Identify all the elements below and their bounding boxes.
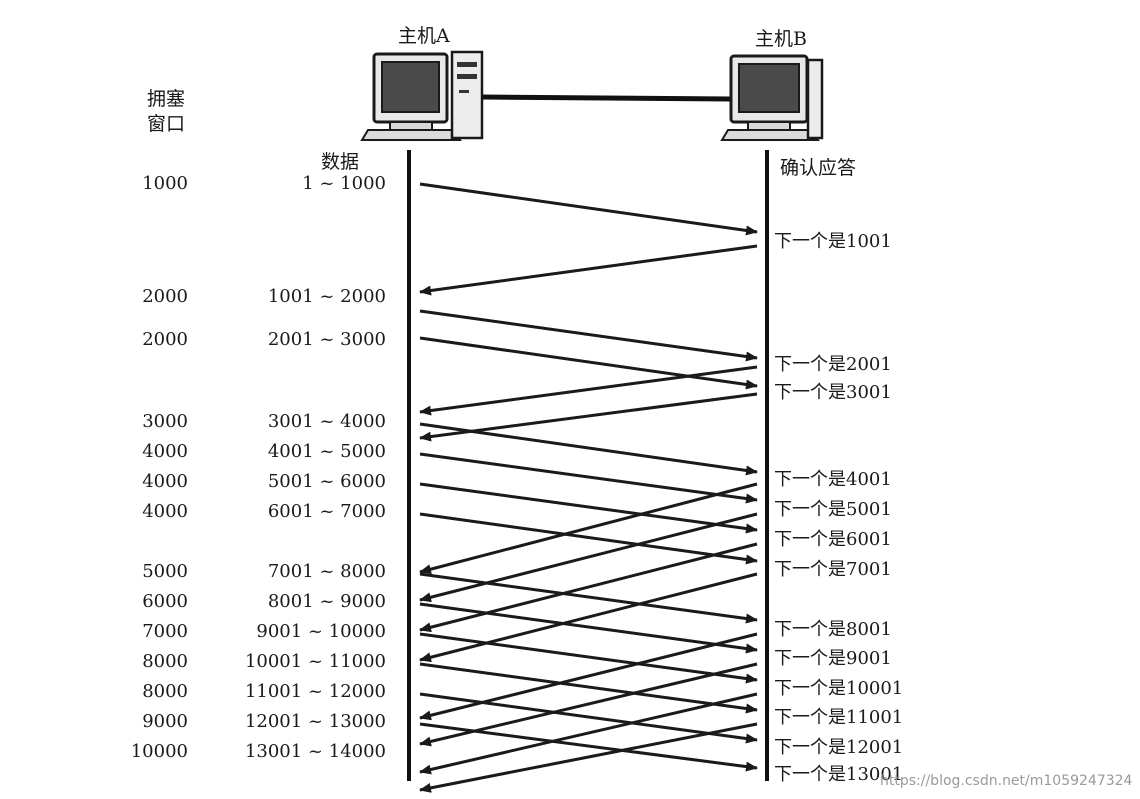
congestion-window-value: 7000: [142, 621, 188, 642]
congestion-window-value: 9000: [142, 711, 188, 732]
ack-arrow: [419, 692, 758, 775]
ack-arrow: [419, 244, 758, 296]
congestion-window-value: 4000: [142, 501, 188, 522]
congestion-window-header-line1: 拥塞: [147, 88, 186, 110]
congestion-window-header-line2: 窗口: [147, 113, 186, 135]
data-segment-arrow: [419, 572, 758, 624]
data-segment-label: 1001 ~ 2000: [267, 286, 386, 307]
ack-label: 下一个是3001: [774, 382, 892, 403]
host-a-label: 主机A: [398, 25, 450, 47]
data-segment-arrow: [419, 482, 758, 534]
data-segment-arrow: [419, 632, 758, 684]
ack-label: 下一个是13001: [774, 764, 904, 785]
data-segment-label: 10001 ~ 11000: [244, 651, 386, 672]
congestion-window-value: 1000: [142, 173, 188, 194]
arrows-layer: [419, 182, 758, 793]
congestion-window-value: 4000: [142, 471, 188, 492]
congestion-window-value: 4000: [142, 441, 188, 462]
data-segment-arrow: [419, 692, 758, 744]
congestion-window-value: 2000: [142, 286, 188, 307]
data-segment-arrow: [419, 182, 758, 236]
data-segment-arrow: [419, 602, 758, 654]
ack-arrow: [419, 572, 758, 663]
data-segment-label: 12001 ~ 13000: [244, 711, 386, 732]
ack-arrow: [419, 392, 758, 442]
congestion-window-value: 2000: [142, 329, 188, 350]
congestion-window-value: 6000: [142, 591, 188, 612]
ack-label: 下一个是2001: [774, 354, 892, 375]
ack-label: 下一个是6001: [774, 529, 892, 550]
congestion-window-value: 3000: [142, 411, 188, 432]
ack-label: 下一个是9001: [774, 648, 892, 669]
data-segment-label: 8001 ~ 9000: [267, 591, 386, 612]
ack-arrow: [419, 632, 758, 721]
data-segment-label: 5001 ~ 6000: [267, 471, 386, 492]
data-segment-arrow: [419, 336, 758, 390]
ack-arrow: [419, 722, 758, 793]
data-segment-label: 11001 ~ 12000: [244, 681, 386, 702]
ack-label: 下一个是7001: [774, 559, 892, 580]
ack-arrow: [419, 542, 758, 633]
ack-label: 下一个是11001: [774, 707, 904, 728]
ack-label: 下一个是12001: [774, 737, 904, 758]
network-link: [481, 94, 732, 102]
data-segment-arrow: [419, 309, 758, 362]
data-segment-label: 1 ~ 1000: [302, 173, 386, 194]
watermark: https://blog.csdn.net/m1059247324: [880, 773, 1133, 789]
congestion-window-value: 10000: [130, 741, 188, 762]
ack-arrow: [419, 662, 758, 747]
data-segment-label: 2001 ~ 3000: [267, 329, 386, 350]
data-segment-label: 4001 ~ 5000: [267, 441, 386, 462]
ack-arrow: [419, 512, 758, 603]
host-b-computer-icon: [720, 54, 824, 141]
congestion-window-value: 8000: [142, 651, 188, 672]
data-segment-label: 6001 ~ 7000: [267, 501, 386, 522]
ack-header: 确认应答: [780, 157, 857, 179]
host-b-label: 主机B: [755, 28, 807, 50]
data-segment-label: 3001 ~ 4000: [267, 411, 386, 432]
ack-label: 下一个是4001: [774, 469, 892, 490]
congestion-window-value: 8000: [142, 681, 188, 702]
data-segment-arrow: [419, 662, 758, 714]
ack-label: 下一个是8001: [774, 619, 892, 640]
ack-arrow: [419, 365, 758, 416]
data-segment-label: 13001 ~ 14000: [244, 741, 386, 762]
congestion-window-value: 5000: [142, 561, 188, 582]
ack-arrow: [419, 482, 758, 575]
data-header: 数据: [321, 151, 360, 173]
ack-label: 下一个是5001: [774, 499, 892, 520]
ack-label: 下一个是1001: [774, 231, 892, 252]
ack-label: 下一个是10001: [774, 678, 904, 699]
data-segment-label: 9001 ~ 10000: [256, 621, 386, 642]
host-a-computer-icon: [360, 50, 484, 141]
data-segment-arrow: [419, 452, 758, 504]
data-segment-label: 7001 ~ 8000: [267, 561, 386, 582]
data-segment-arrow: [419, 512, 758, 565]
